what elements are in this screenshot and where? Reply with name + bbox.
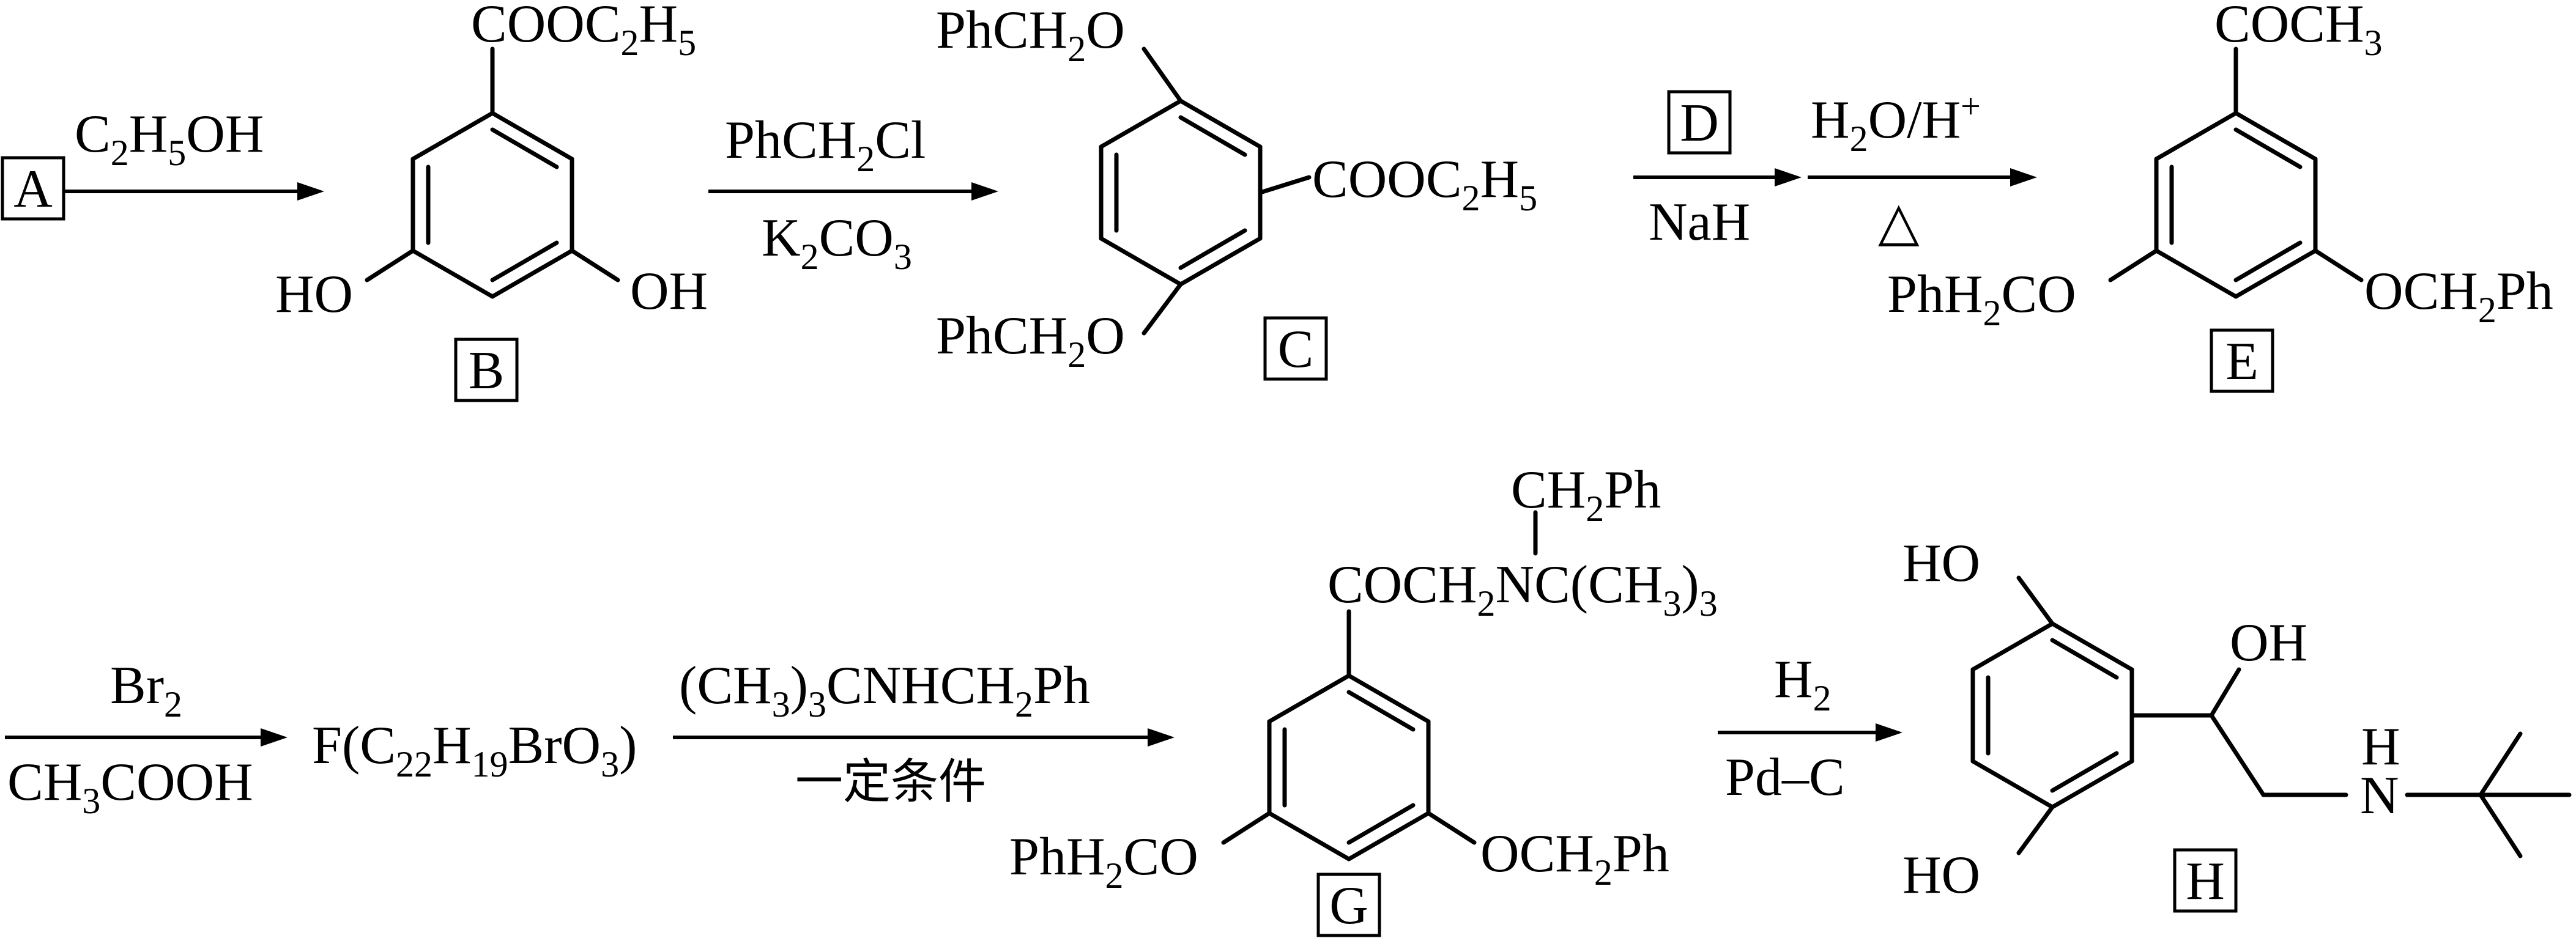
- compound-c-upper-group: PhCH2O: [936, 1, 1125, 69]
- compound-b-right-group: OH: [630, 262, 708, 321]
- compound-h-bond-tbu-1: [2478, 731, 2523, 797]
- compound-h-lower-oh: HO: [1902, 846, 1980, 905]
- step7-reagent-below: Pd–C: [1725, 748, 1845, 807]
- compound-c-ring: [1099, 98, 1263, 287]
- compound-g-bond-right: [1426, 811, 1477, 845]
- compound-g-right-group: OCH2Ph: [1480, 824, 1669, 893]
- step4-arrow: H2O/H+ △: [1808, 86, 2037, 252]
- step5-reagent-below: CH3COOH: [7, 753, 253, 821]
- compound-a-box: [1, 156, 65, 221]
- compound-g-branch-group: CH2Ph: [1511, 460, 1661, 529]
- compound-g-label: G: [1329, 876, 1368, 935]
- compound-a-label: A: [13, 160, 53, 219]
- step5-arrow: Br2 CH3COOH: [5, 656, 288, 821]
- step6-arrow: (CH3)3CNHCH2Ph 一定条件: [673, 656, 1175, 810]
- compound-h-label: H: [2186, 852, 2225, 911]
- compound-g-bond-left: [1221, 811, 1272, 845]
- compound-e-right-group: OCH2Ph: [2364, 262, 2553, 330]
- step4-arrow-head: [2010, 168, 2037, 186]
- compound-e-left-group: PhH2CO: [1887, 265, 2076, 333]
- compound-h-nh-h: H: [2361, 717, 2400, 777]
- compound-b: COOC2H5 HO OH B: [275, 0, 708, 402]
- compound-h-bond-tbu-2: [2478, 792, 2523, 858]
- compound-e: COCH3 PhH2CO OCH2Ph E: [1887, 0, 2553, 393]
- step2-reagent-above: PhCH2Cl: [725, 111, 926, 179]
- step6-arrow-head: [1148, 728, 1175, 747]
- compound-h-upper-oh: HO: [1902, 534, 1980, 593]
- compound-f-formula: F(C22H19BrO3): [312, 716, 637, 784]
- compound-h-bond-oh: [2209, 667, 2241, 718]
- compound-h-side-oh: OH: [2230, 613, 2307, 673]
- step1-reagent-above: C2H5OH: [75, 105, 264, 173]
- compound-h-bond-upper-oh: [2016, 575, 2055, 626]
- compound-b-box: [454, 338, 519, 402]
- compound-c-box: [1263, 316, 1328, 381]
- compound-h-bond-chain-2: [2209, 713, 2266, 797]
- compound-b-top-group: COOC2H5: [471, 0, 696, 63]
- compound-e-bond-left: [2108, 248, 2159, 282]
- compound-g-box: [1316, 873, 1381, 937]
- compound-c-lower-group: PhCH2O: [936, 306, 1125, 375]
- step1-arrow: C2H5OH: [65, 105, 324, 201]
- compound-g-left-group: PhH2CO: [1009, 827, 1198, 896]
- compound-e-label: E: [2225, 332, 2259, 391]
- step6-reagent-below: 一定条件: [795, 755, 986, 810]
- compound-g-top-group: COCH2NC(CH3)3: [1327, 555, 1718, 624]
- step4-reagent-below: △: [1878, 193, 1920, 252]
- step7-arrow-head: [1876, 723, 1902, 742]
- compound-b-label: B: [469, 341, 505, 400]
- compound-c-right-group: COOC2H5: [1312, 150, 1537, 218]
- compound-c-bond-lower: [1141, 282, 1183, 336]
- compound-c-label: C: [1278, 320, 1314, 379]
- compound-h-box: [2173, 848, 2238, 913]
- compound-e-bond-right: [2313, 248, 2364, 282]
- step5-arrow-head: [261, 728, 288, 747]
- step2-arrow: PhCH2Cl K2CO3: [708, 111, 998, 277]
- step2-reagent-below: K2CO3: [762, 208, 912, 277]
- step2-arrow-head: [971, 182, 998, 201]
- compound-h-nh-n: N: [2360, 766, 2399, 825]
- compound-h-ring: [1970, 621, 2134, 810]
- step1-arrow-head: [297, 182, 324, 201]
- compound-c-bond-right: [1258, 175, 1312, 195]
- compound-g-ring: [1267, 673, 1431, 862]
- step6-reagent-above: (CH3)3CNHCH2Ph: [679, 656, 1090, 725]
- compound-e-top-group: COCH3: [2214, 0, 2383, 63]
- step5-reagent-above: Br2: [110, 656, 182, 725]
- compound-h-bond-lower-oh: [2016, 805, 2055, 855]
- step7-arrow: H2 Pd–C: [1718, 650, 1902, 807]
- compound-c-bond-upper: [1141, 46, 1183, 103]
- compound-e-ring: [2154, 111, 2318, 299]
- step3-reagent-below: NaH: [1649, 193, 1750, 252]
- compound-d-box: [1667, 90, 1732, 155]
- compound-a: A: [1, 156, 65, 221]
- compound-b-bond-left: [365, 248, 415, 282]
- compound-h: HO HO OH H N H: [1902, 534, 2572, 913]
- compound-b-bond-right: [570, 248, 620, 282]
- step7-reagent-above: H2: [1774, 650, 1832, 718]
- step4-reagent-above: H2O/H+: [1811, 86, 1981, 159]
- step3-arrow: D NaH: [1633, 90, 1802, 252]
- compound-g: CH2Ph COCH2NC(CH3)3 PhH2CO OCH2Ph G: [1009, 460, 1718, 937]
- step3-arrow-head: [1775, 168, 1802, 186]
- compound-c: PhCH2O PhCH2O COOC2H5 C: [936, 1, 1537, 381]
- compound-d-label: D: [1680, 94, 1719, 153]
- compound-b-left-group: HO: [275, 265, 353, 324]
- compound-e-box: [2210, 328, 2274, 393]
- compound-b-ring: [410, 111, 574, 299]
